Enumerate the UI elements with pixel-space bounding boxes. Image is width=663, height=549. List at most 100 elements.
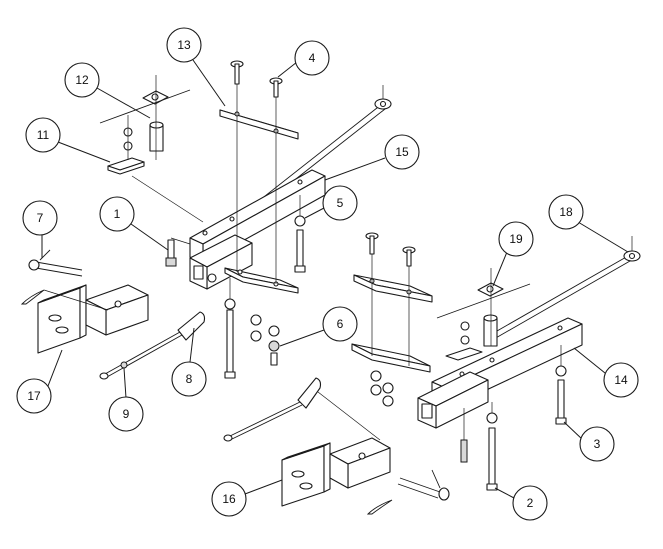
hitch-pin-shaft-edge [397,483,439,499]
hitch-pin-clip [366,499,393,515]
hex-bolt-part-2 [488,427,496,485]
hitch-slot [299,482,313,490]
callout-label: 8 [186,372,193,386]
washer-part-2 [486,412,498,424]
hitch-pin-handle [39,249,51,261]
callout-18: 18 [548,194,629,253]
hitch-tube-front [329,453,349,489]
callout-label: 6 [337,317,344,331]
callout-17: 17 [16,349,63,414]
lower-link-rod [489,255,629,336]
tube-hole [297,179,303,185]
hitch-mount-plate-side [79,284,87,339]
hitch-mount-plate-side [323,442,331,493]
carriage-bolt-shank [369,235,375,255]
lower-crossbar-assembly [351,232,641,491]
top-clamp-plate-edge [219,109,299,140]
hitch-pin-shaft [35,261,83,271]
callout-label: 13 [177,38,191,52]
hex-nut-part-6 [268,340,280,352]
side-bracket-plate-edge [107,161,145,175]
hitch-slot [291,470,305,478]
callout-15: 15 [324,134,420,181]
callout-label: 4 [309,51,316,65]
washer-part-5 [294,215,306,227]
carriage-bolt-shank [234,63,240,85]
callout-label: 11 [37,128,50,142]
callout-3: 3 [563,421,615,462]
callout-label: 5 [337,196,344,210]
hex-nut [370,384,382,396]
lower-side-bracket-plate [445,347,483,361]
upper-lower-plate-edge [224,267,299,294]
callout-5: 5 [304,185,358,221]
callout-label: 16 [222,492,236,506]
lower-spacer-tube-top [483,314,498,322]
small-nut [460,321,470,331]
hex-nut [382,395,394,407]
lower-top-plate-edge [353,274,433,303]
safety-cable-lower [223,377,381,442]
lower-rod-eye-hole [628,252,636,260]
callout-12: 12 [64,62,151,119]
upper-threaded-rod [99,89,191,124]
callout-6: 6 [279,306,358,347]
safety-cable-left [99,311,206,380]
tube-hole [489,357,495,363]
callout-2: 2 [494,485,548,521]
lower-receiver-opening [421,403,433,419]
cable [229,401,301,437]
hitch-pin-hole [358,452,366,460]
callout-9: 9 [108,367,144,432]
callout-label: 3 [594,437,601,451]
hitch-pin-shaft [399,477,441,493]
cable-ferrule [120,361,128,369]
spacer-tube-top [149,121,164,129]
hitch-tube-front [85,299,107,336]
hitch-pin-clip [20,289,45,305]
washer [268,325,280,337]
hitch-pin-hole [114,300,122,308]
callout-label: 2 [527,496,534,510]
alignment-line [170,237,191,245]
lower-spacer-tube [483,317,498,347]
washer [370,370,382,382]
hex-bolt-head-part-5 [294,265,306,273]
tube-hole [229,216,235,222]
callout-label: 15 [395,145,409,159]
tube-hole [557,325,563,331]
stud [270,352,278,366]
right-hitch-receiver [281,437,391,507]
hex-bolt [460,439,468,463]
hitch-pin-handle [431,469,441,489]
hitch-pin-head [438,487,450,501]
callout-label: 14 [614,373,628,387]
alignment-line [317,391,381,441]
lower-square-washer-nut [486,285,494,293]
callout-label: 1 [114,207,121,221]
hex-bolt-part-5 [296,229,304,267]
callout-1: 1 [99,196,169,251]
washer [250,314,262,326]
alignment-line [131,175,204,223]
left-hitch-receiver [37,284,149,354]
callout-13: 13 [166,27,226,107]
long-hex-bolt-head [224,371,236,379]
upper-receiver-pin-hole [207,273,217,283]
spacer-tube [149,124,164,152]
carriage-bolt-shank [406,249,412,267]
tube-hole [202,230,208,236]
callout-19: 19 [492,221,534,287]
washer [382,382,394,394]
hitch-slot [55,326,69,334]
callout-8: 8 [171,327,207,397]
cable-edge [106,334,183,378]
upper-receiver-opening [193,265,204,280]
callout-label: 17 [27,389,41,403]
callout-label: 18 [559,205,573,219]
callout-label: 12 [75,73,89,87]
cable [104,331,181,375]
upper-rod-eye-hole [379,100,387,108]
